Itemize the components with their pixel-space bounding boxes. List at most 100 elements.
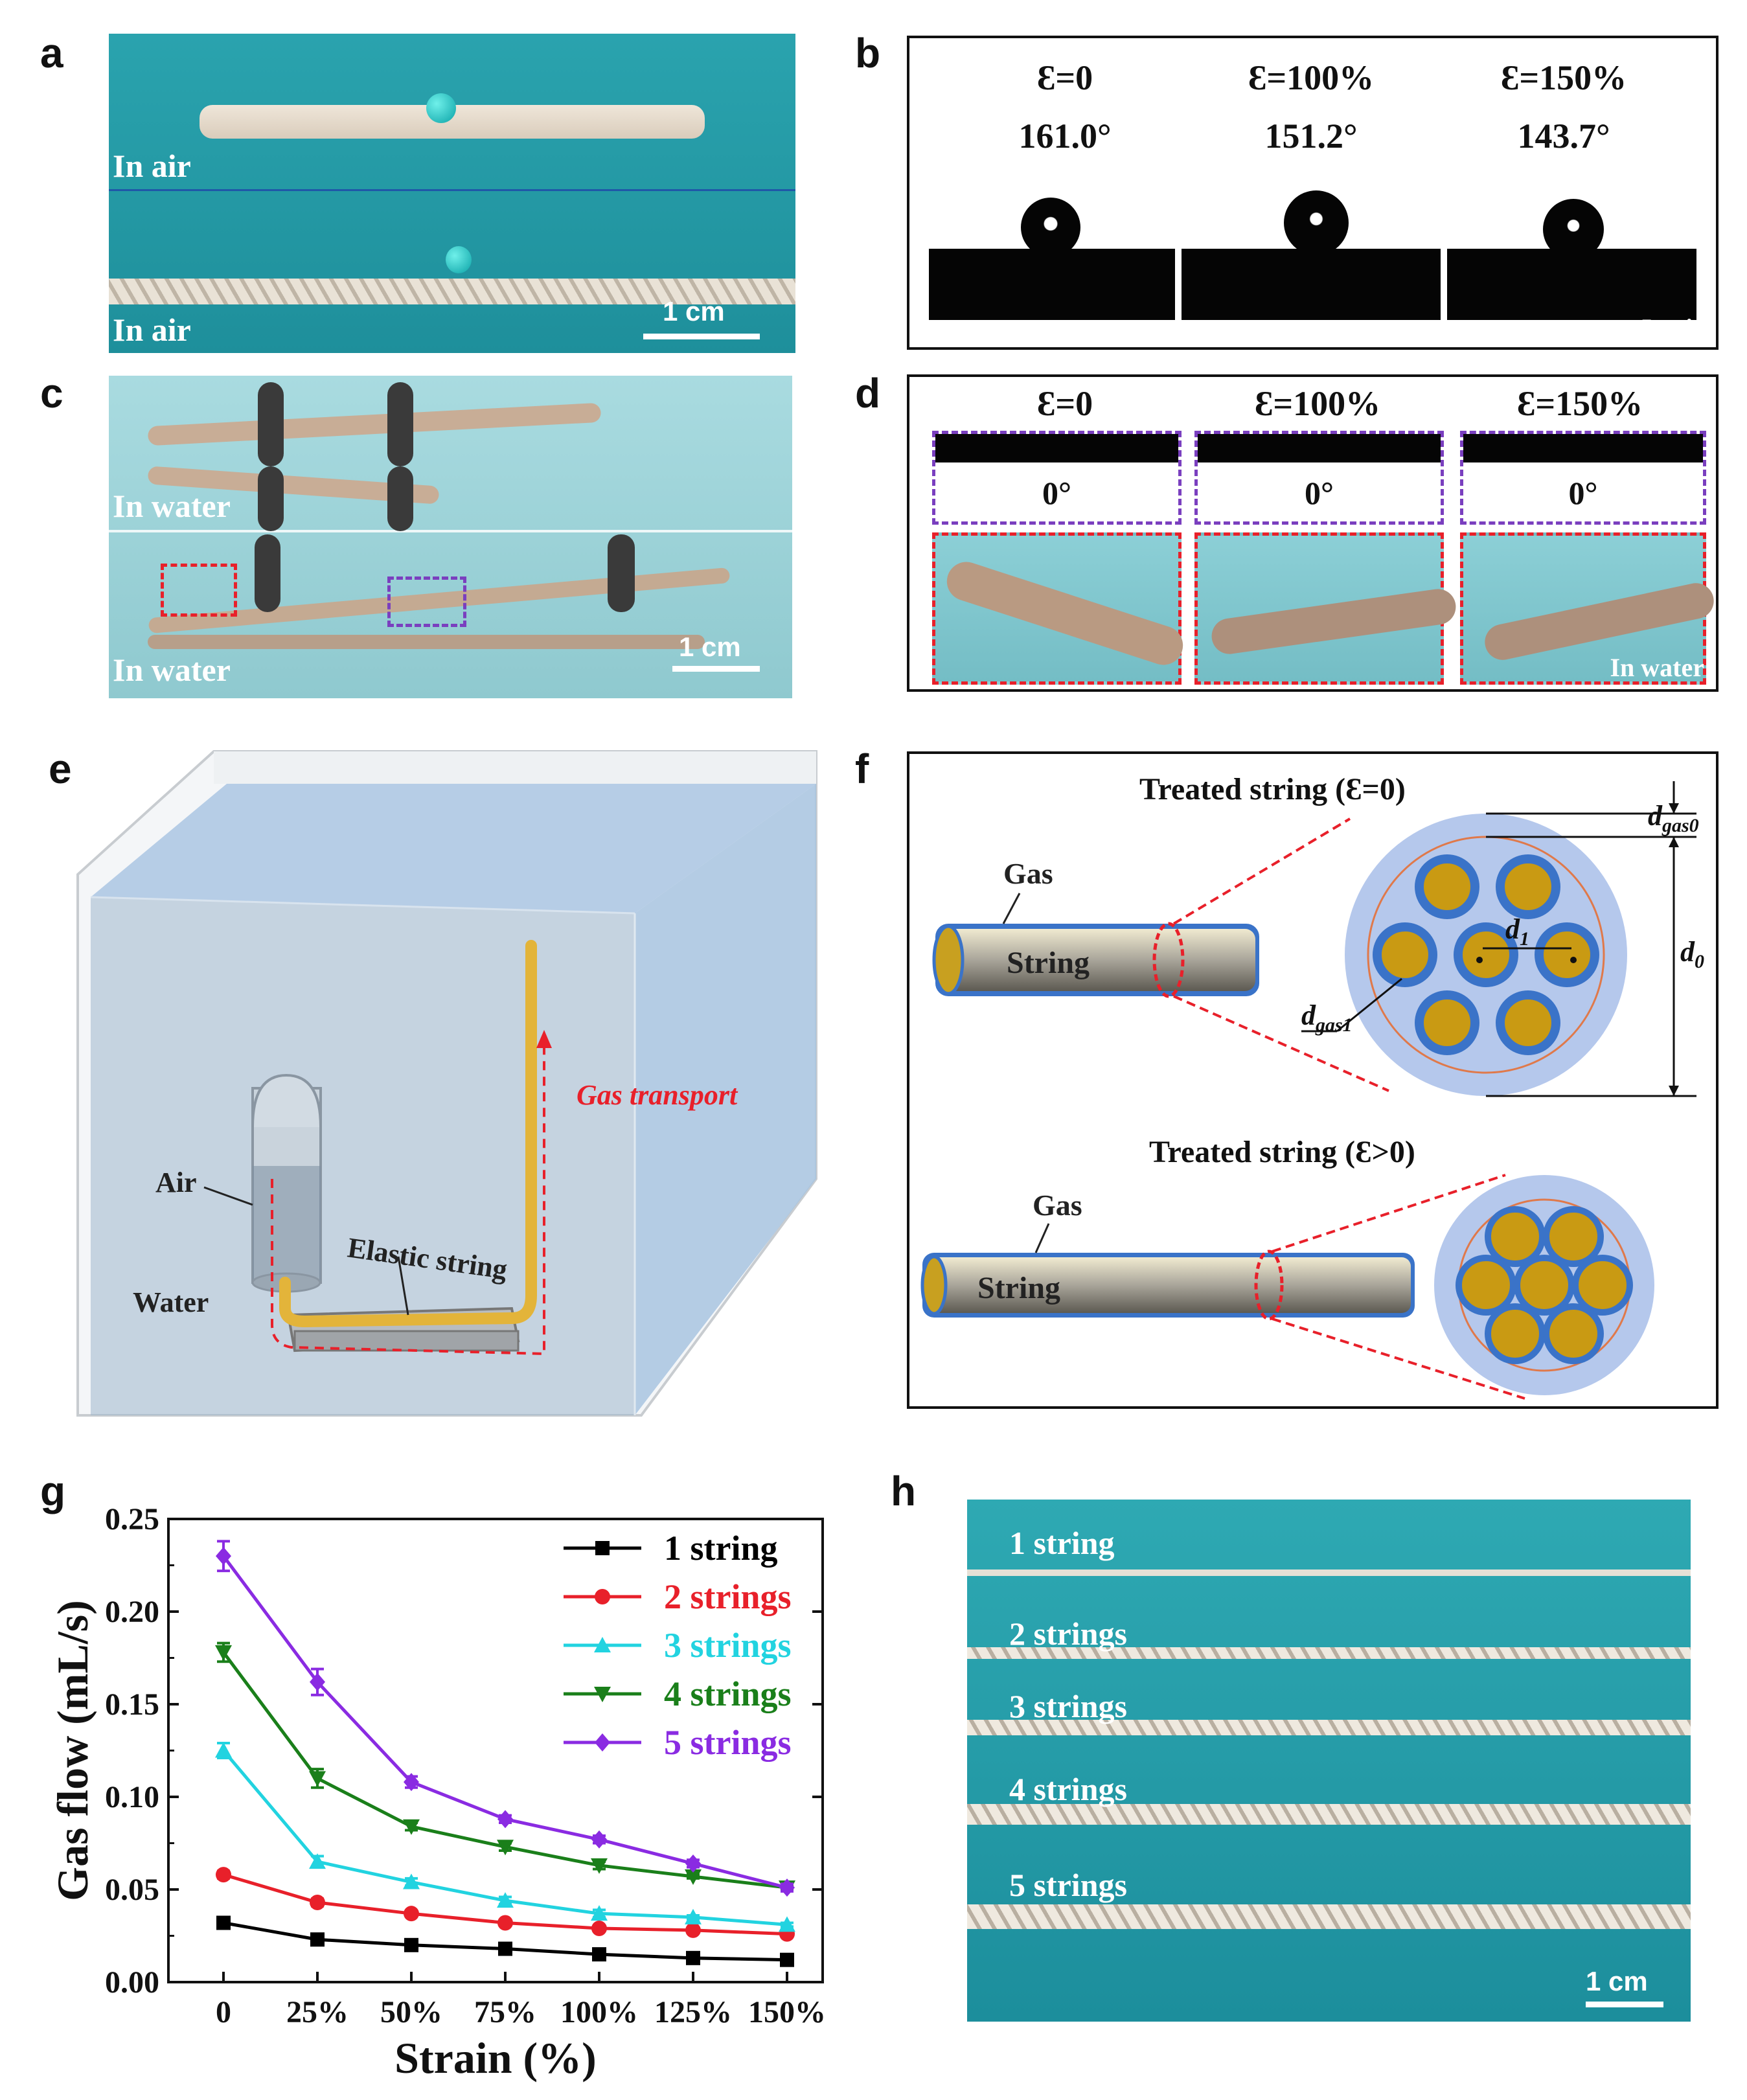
data-point [403,1873,420,1889]
y-tick-label: 0.10 [105,1780,159,1814]
title-strain-zero: Treated string (Ɛ=0) [1139,772,1406,806]
y-axis-label: Gas flow (mL/s) [48,1600,97,1901]
string-segment [1481,580,1717,663]
string-segment [147,402,602,446]
row-label: 3 strings [1009,1688,1127,1724]
data-point [310,1672,325,1691]
panel-label-a: a [40,30,63,76]
data-point [685,1869,702,1885]
data-point [685,1908,702,1924]
data-point [403,1819,420,1835]
substrate [1198,434,1441,462]
data-point [685,1922,701,1938]
panel-label-g: g [40,1468,66,1514]
strain-label: Ɛ=150% [1516,384,1643,423]
divider-line [109,189,795,191]
row-label: 5 strings [1009,1867,1127,1903]
panel-label-b: b [855,30,881,76]
clamp [387,382,413,466]
data-point [215,1742,232,1758]
gas-transport-schematic: Air Water Elastic string Gas transport [76,750,817,1417]
data-point [216,1547,231,1566]
legend-label: 1 string [664,1529,778,1568]
braid-2 [967,1647,1691,1659]
string-label: String [1007,946,1090,980]
legend-marker [595,1541,610,1555]
clamp [258,466,284,531]
data-point [497,1892,514,1908]
data-point [404,1937,418,1952]
x-tick-label: 0 [216,1995,231,2029]
y-tick-label: 0.15 [105,1687,159,1722]
data-point [404,1906,419,1922]
photo-panel-c: In water In water 1 cm [109,376,792,698]
d1-subscript: 1 [1520,928,1529,950]
clamp [387,466,413,531]
contact-angle-water-box: Ɛ=0 Ɛ=100% Ɛ=150% 0° 0° 0° In water [907,374,1718,692]
droplet [1284,190,1349,255]
x-axis-label: Strain (%) [394,2033,597,2083]
red-roi-zoom [1194,532,1458,685]
in-air-label: In air [1641,314,1704,343]
substrate [1182,249,1441,320]
data-point [591,1858,608,1874]
row-label: 4 strings [1009,1771,1127,1807]
droplet [1543,199,1604,260]
panel-label-f: f [855,746,869,792]
angle-label: 0° [1568,475,1598,511]
string-segment [1209,586,1458,657]
data-point [592,1947,606,1962]
data-point [310,1932,325,1947]
purple-roi-zoom: 0° [932,431,1182,525]
data-point [497,1810,513,1829]
x-tick-label: 50% [380,1995,442,2029]
row-label: 1 string [1009,1525,1115,1561]
dgas0-subscript: gas0 [1661,815,1699,836]
angle-label: 0° [1042,475,1071,511]
data-point [498,1941,512,1956]
angle-label: 161.0° [1018,117,1112,155]
red-roi-box [161,564,237,617]
legend-marker [594,1637,611,1652]
y-tick-label: 0.00 [105,1965,159,2000]
red-roi-zoom [1460,532,1717,685]
red-roi-zoom [932,532,1188,685]
data-point [686,1950,700,1965]
legend-label: 2 strings [664,1577,792,1616]
data-point [497,1840,514,1856]
in-air-label: In air [113,148,191,184]
gas-label: Gas [1003,857,1053,890]
d0-label: d0 [1680,936,1704,972]
braid-1 [967,1569,1691,1576]
data-point [780,1952,794,1967]
legend-marker [595,1733,610,1752]
data-point [779,1878,795,1897]
panel-label-c: c [40,370,63,417]
water-label: Water [133,1286,209,1318]
string-cross-section-box: Treated string (Ɛ=0) Treated string (Ɛ>0… [907,751,1718,1409]
dgas0-symbol: d [1648,800,1663,832]
substrate [1447,249,1696,320]
purple-roi-zoom: 0° [1460,431,1706,525]
data-point [309,1771,326,1787]
data-point [685,1854,701,1873]
cross-section-schematic: Treated string (Ɛ=0) Treated string (Ɛ>0… [920,772,1704,1400]
x-tick-label: 150% [748,1995,826,2029]
legend-label: 5 strings [664,1723,792,1762]
angle-label: 151.2° [1264,117,1358,155]
in-air-label: In air [113,312,191,348]
panel-label-h: h [891,1468,917,1514]
legend-marker [594,1687,611,1702]
x-tick-label: 125% [654,1995,732,2029]
dgas1-label: dgas1 [1301,999,1353,1036]
clamp [255,534,280,612]
data-point [215,1645,232,1661]
angle-label: 143.7° [1517,117,1610,155]
substrate [929,249,1175,320]
gas-label: Gas [1033,1189,1082,1222]
in-water-label: In water [113,652,231,688]
strain-label: Ɛ=0 [1036,384,1093,423]
title-strain-positive: Treated string (Ɛ>0) [1149,1135,1415,1169]
data-point [591,1830,607,1849]
